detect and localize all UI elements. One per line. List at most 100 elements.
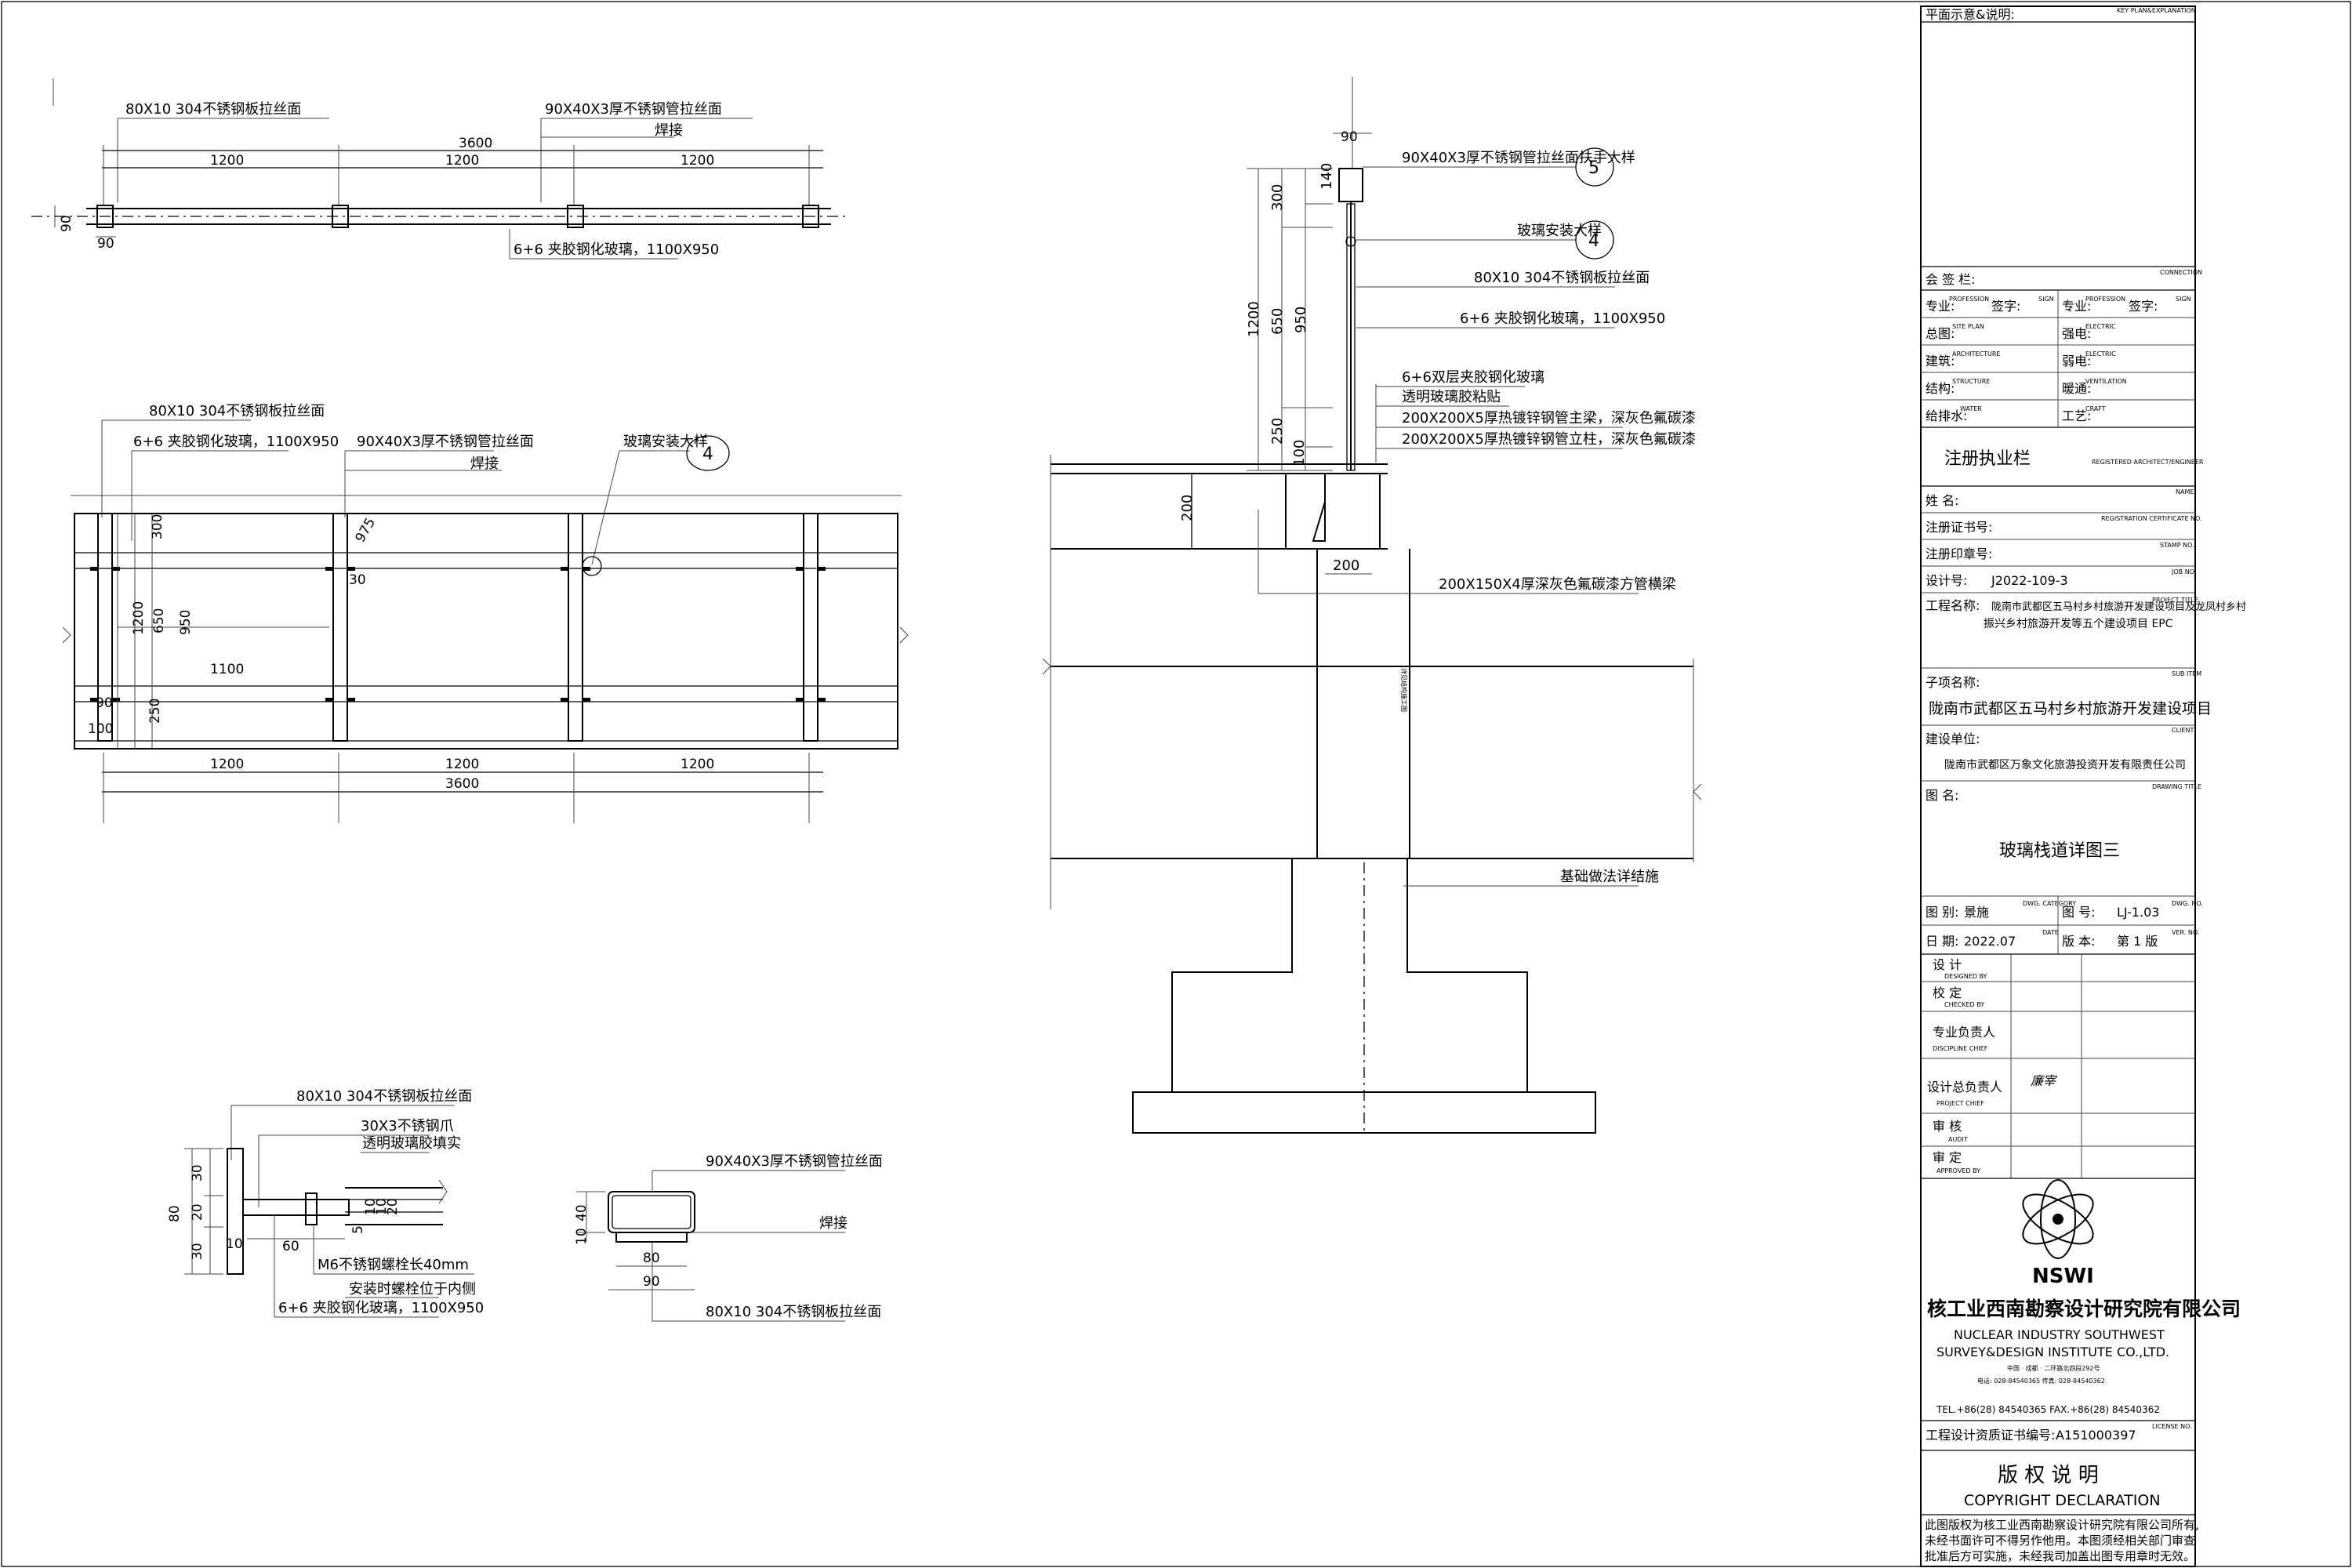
sec-dim-140: 140 [1319,163,1335,190]
detail-4: 80X10 304不锈钢板拉丝面 30X3不锈钢爪 透明玻璃胶填实 80 30 … [167,1088,484,1318]
tb-copyright-en: COPYRIGHT DECLARATION [1964,1492,2161,1509]
elev-dim-250: 250 [147,699,163,724]
d4-label-bolt: M6不锈钢螺栓长40mm [318,1257,469,1273]
elev-span-1: 1200 [210,757,244,772]
tb-company-en2: SURVEY&DESIGN INSTITUTE CO.,LTD. [1936,1345,2169,1359]
d4-small-10a: 10 [363,1198,379,1215]
tb-s2-b: DISCIPLINE CHIEF [1933,1045,1988,1052]
d4-label-plate: 80X10 304不锈钢板拉丝面 [296,1088,472,1105]
tb-ver-label: 版 本: [2062,934,2095,949]
d4-small-20: 20 [385,1198,401,1215]
tb-cat-label: 图 别: [1926,905,1958,920]
tb-name: 姓 名: [1926,493,1958,508]
tb-cat: 景施 [1964,905,1989,920]
d4-dim-60: 60 [282,1239,299,1254]
tb-key-plan-en: KEY PLAN&EXPLANATION [2117,7,2196,14]
sec-dim-950: 950 [1293,307,1309,333]
d5-dim-40: 40 [574,1204,590,1221]
elev-dim-650: 650 [151,608,167,633]
tb-cert: 注册证书号: [1926,520,1992,535]
elev-callout-num: 4 [702,445,713,464]
elev-callout-bubble [686,435,730,471]
elev-span-2: 1200 [445,757,479,772]
tb-r3-e: 暖通: [2062,381,2091,396]
tb-client-en: CLIENT [2172,727,2194,734]
tb-s3-b: PROJECT CHIEF [1936,1100,1984,1107]
d5-weld: 焊接 [819,1215,848,1232]
tb-r0-c: 签字: [1991,299,2020,314]
tb-address: 中国 · 成都 · 二环路北四段292号 [2007,1364,2100,1372]
tb-s5-b: APPROVED BY [1936,1167,1980,1174]
tb-project-label: 工程名称: [1926,598,1980,613]
tb-r0-d: SIGN [2038,296,2054,303]
d5-label-bottom: 80X10 304不锈钢板拉丝面 [706,1304,881,1320]
sec-dim-100: 100 [1291,440,1308,466]
tb-sub-label: 子项名称: [1926,675,1980,690]
elev-weld: 焊接 [470,456,499,472]
tb-r4-e: 工艺: [2062,408,2091,423]
detail-5: 90X40X3厚不锈钢管拉丝面 焊接 40 10 80 90 80X10 304… [574,1153,883,1322]
tb-job-no: J2022-109-3 [1991,573,2068,588]
elev-dim-300: 300 [150,514,165,539]
tb-s0-a: 设 计 [1933,957,1962,972]
sec-label-glass: 6+6 夹胶钢化玻璃，1100X950 [1460,310,1665,327]
tb-s4-b: AUDIT [1948,1136,1968,1143]
tb-dwg-en: DRAWING TITLE [2152,783,2201,790]
tb-r0-e: 专业: [2062,299,2091,314]
tb-license-en: LICENSE NO. [2152,1423,2192,1430]
plan-span-3: 1200 [681,153,714,169]
tb-client-label: 建设单位: [1926,731,1980,746]
elev-glass-width: 1100 [210,662,244,677]
tb-r1-b: SITE PLAN [1952,323,1984,330]
plan-weld: 焊接 [655,122,683,139]
d4-dim-30b: 30 [190,1243,205,1260]
tb-r4-b: WATER [1960,405,1982,412]
elev-dim-950: 950 [178,610,194,635]
tb-project-en: PROJECT TITLE [2152,597,2198,604]
tb-name-en: NAME [2176,488,2194,495]
tb-no-en: DWG. NO. [2172,900,2203,907]
tb-s1-a: 校 定 [1933,985,1962,1000]
tb-cat-en: DWG. CATEGORY [2023,900,2076,907]
elev-label-plate: 80X10 304不锈钢板拉丝面 [149,403,325,419]
tb-stamp-en: STAMP NO. [2160,542,2194,549]
tb-cert-en: REGISTRATION CERTIFICATE NO. [2101,515,2202,522]
tb-copyright-2: 未经书面许可不得另作他用。本图须经相关部门审查 [1925,1534,2195,1548]
d5-dim-10: 10 [574,1228,590,1245]
tb-s2-a: 专业负责人 [1933,1025,1995,1040]
d4-small-5: 5 [350,1225,366,1234]
tb-client: 陇南市武都区万象文化旅游投资开发有限责任公司 [1944,758,2186,771]
sec-dim-1200: 1200 [1246,301,1262,337]
tb-s5-a: 审 定 [1933,1150,1962,1165]
tb-stamp: 注册印章号: [1926,546,1992,561]
plan-post-width: 90 [97,236,114,252]
title-block: 平面示意&说明: KEY PLAN&EXPLANATION 会 签 栏: CON… [1920,5,2246,1567]
sec-pad-dim: 200 [1333,557,1359,574]
tb-r3-f: VENTILATION [2085,378,2127,385]
company-logo [2022,1179,2094,1259]
plan-span-2: 1200 [445,153,479,169]
tb-dwg-label: 图 名: [1926,788,1958,803]
sec-label-column: 200X200X5厚热镀锌钢管立柱，深灰色氟碳漆 [1402,431,1696,448]
tb-reg: 注册执业栏 [1944,449,2031,469]
elev-glass-detail: 玻璃安装大样 [623,434,708,450]
tb-r2-b: ARCHITECTURE [1952,350,2000,358]
tb-reg-en: REGISTERED ARCHITECT/ENGINEER [2092,459,2204,466]
tb-date: 2022.07 [1964,934,2016,949]
tb-company-en1: NUCLEAR INDUSTRY SOUTHWEST [1954,1327,2165,1342]
tb-r1-e: 强电: [2062,326,2091,341]
tb-ver-en: VER. NO. [2172,929,2199,936]
elev-dim-90: 90 [96,695,113,711]
sec-label-handrail: 90X40X3厚不锈钢管拉丝面扶手大样 [1402,150,1635,166]
sec-top-width: 90 [1341,129,1358,145]
sec-dim-300: 300 [1269,184,1286,211]
sec-column-note: 详见结构施工图 [1400,668,1408,712]
d4-dim-30a: 30 [190,1164,205,1181]
tb-s1-b: CHECKED BY [1944,1001,1984,1008]
sec-foundation-label: 基础做法详结施 [1560,869,1659,885]
sec-slab-dim: 200 [1179,495,1196,521]
sec-label-plate: 80X10 304不锈钢板拉丝面 [1474,270,1650,286]
tb-copyright-3: 批准后方可实施，未经我司加盖出图专用章时无效。 [1925,1549,2195,1563]
tb-r0-g: 签字: [2129,299,2158,314]
d4-dim-80: 80 [167,1205,183,1222]
